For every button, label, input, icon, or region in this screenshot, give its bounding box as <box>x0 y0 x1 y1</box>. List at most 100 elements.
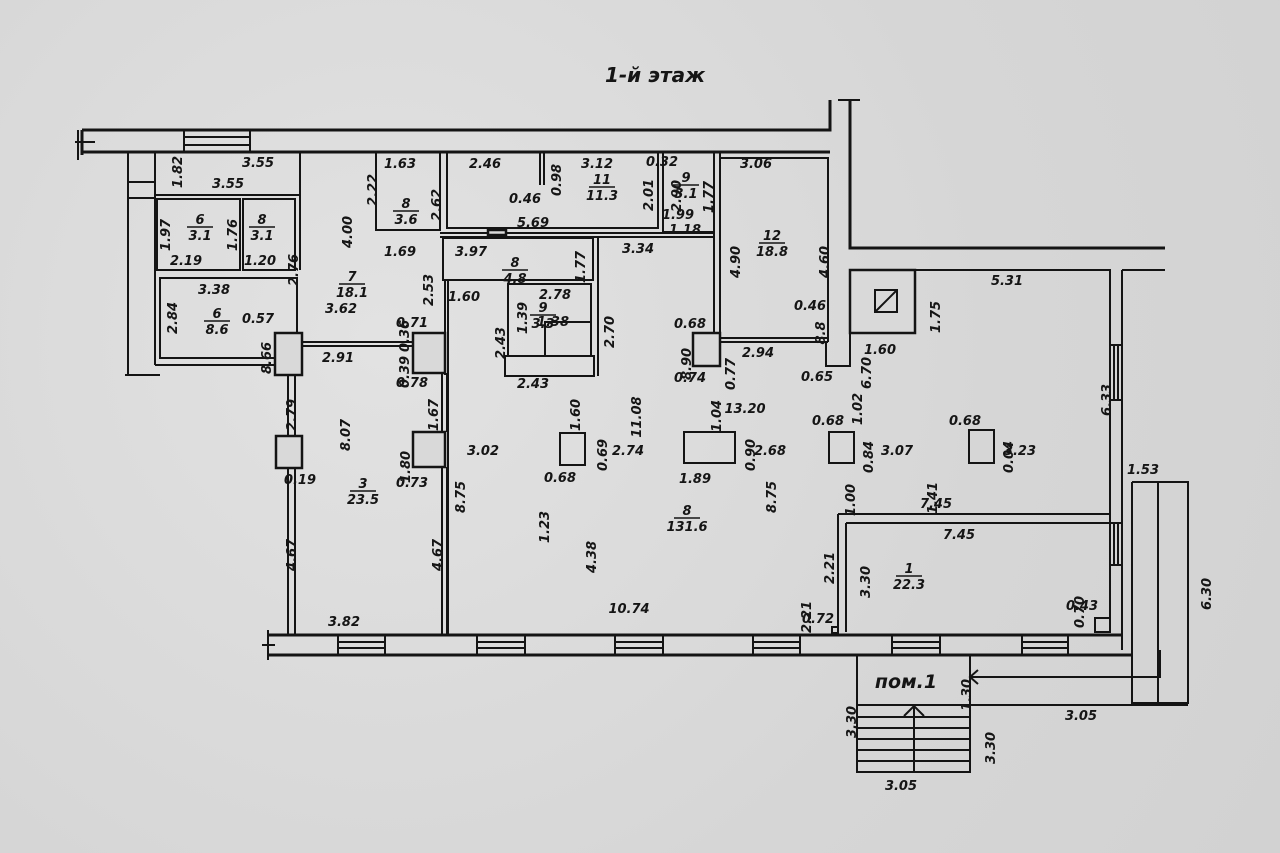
dimension-label: 5.31 <box>991 274 1023 289</box>
dimension-label: 1.67 <box>427 398 442 431</box>
room-9a: 93.1 <box>673 171 699 202</box>
dimension-label: 0.72 <box>802 612 834 627</box>
dimension-label: 0.43 <box>1066 599 1098 614</box>
dimension-label: 6.70 <box>860 357 875 389</box>
room-number: 3 <box>358 477 367 492</box>
dimension-label: 1.63 <box>384 157 416 172</box>
dimension-label: 6.30 <box>1200 578 1215 610</box>
dimension-label: 1.04 <box>710 400 725 432</box>
floor-title: 1-й этаж <box>605 63 706 87</box>
room-number: 7 <box>347 270 357 285</box>
dimension-label: 2.78 <box>539 288 571 303</box>
room-labels: 63.183.168.6718.183.61111.393.11218.884.… <box>187 171 925 593</box>
bottom-wall <box>262 630 1132 660</box>
dimension-label: 0.46 <box>794 299 826 314</box>
stairs-arrow-icon <box>903 704 925 772</box>
room-area: 3.1 <box>674 187 697 202</box>
dimension-label: 0.68 <box>544 471 576 486</box>
dimension-label: 2.90 <box>670 180 685 212</box>
room-8b: 83.6 <box>393 197 419 228</box>
dimension-label: 2.46 <box>469 157 501 172</box>
dimension-label: 8.75 <box>765 481 780 513</box>
exterior-walls <box>75 99 1165 376</box>
dimension-label: 2.53 <box>422 274 437 306</box>
room-number: 1 <box>904 562 913 577</box>
dimension-label: 1.77 <box>702 180 717 213</box>
dimension-label: 2.01 <box>642 179 657 211</box>
room-area: 18.8 <box>756 245 788 260</box>
dimension-label: 3.02 <box>467 444 499 459</box>
room-number: 11 <box>593 173 611 188</box>
dimension-label: 1.75 <box>929 301 944 333</box>
dimension-label: 0.68 <box>949 414 981 429</box>
dimension-label: 0.68 <box>812 414 844 429</box>
room-area: 3.3 <box>531 317 554 332</box>
dimension-label: 1.60 <box>569 399 584 431</box>
dimension-label: 3.30 <box>984 732 999 764</box>
room-8a: 83.1 <box>249 213 275 244</box>
dimension-label: 4.38 <box>585 541 600 574</box>
dimension-label: 0.70 <box>1073 596 1088 628</box>
room-area: 23.5 <box>347 493 379 508</box>
dimension-label: 3.97 <box>455 245 488 260</box>
room-number: 6 <box>212 307 221 322</box>
dimension-label: 1.89 <box>679 472 711 487</box>
dimension-label: 2.19 <box>170 254 202 269</box>
right-rooms <box>559 268 1189 704</box>
dimension-label: 0.98 <box>550 164 565 196</box>
room-9b: 93.3 <box>530 301 556 332</box>
dimension-label: 0.65 <box>801 370 833 385</box>
dimension-label: 2.21 <box>823 552 838 584</box>
dimension-label: 1.60 <box>864 343 896 358</box>
dimension-label: 3.38 <box>198 283 230 298</box>
dimension-label: 0.77 <box>724 357 739 390</box>
dimension-label: 0.74 <box>674 371 706 386</box>
dimension-label: 10.74 <box>608 602 649 617</box>
dimension-label: 8.75 <box>454 481 469 513</box>
room-area: 11.3 <box>586 189 618 204</box>
dimension-label: 1.41 <box>926 482 941 514</box>
room-area: 18.1 <box>336 286 368 301</box>
room-area: 3.1 <box>188 229 211 244</box>
window <box>614 635 664 655</box>
window <box>752 635 801 655</box>
dimension-label: 3.82 <box>328 615 360 630</box>
dimension-label: 0.73 <box>396 476 428 491</box>
dimension-label: 2.70 <box>603 316 618 348</box>
room-area: 131.6 <box>666 520 707 535</box>
dimension-label: 1.23 <box>538 511 553 543</box>
dimension-label: 1.97 <box>159 218 174 251</box>
room-number: 8 <box>401 197 410 212</box>
dimension-label: 1.69 <box>384 245 416 260</box>
dimension-label: 3.23 <box>1004 444 1036 459</box>
dimension-label: 0.19 <box>284 473 316 488</box>
dimension-label: 0.04 <box>1002 441 1017 473</box>
room-area: 8.6 <box>205 323 228 338</box>
dimension-label: 0.84 <box>862 441 877 473</box>
window <box>1110 522 1122 566</box>
dimension-label: 1.53 <box>1127 463 1159 478</box>
dimension-label: 1.20 <box>244 254 276 269</box>
dimension-label: 3.07 <box>881 444 914 459</box>
dimension-label: 0.71 <box>396 316 428 331</box>
dimension-label: 2.84 <box>166 302 181 334</box>
dimension-label: 3.30 <box>859 566 874 598</box>
dimension-label: 2.74 <box>612 444 644 459</box>
dimension-label: 0.36 <box>398 320 413 352</box>
dimension-label: 4.90 <box>729 246 744 279</box>
dimension-label: 1.30 <box>960 679 975 711</box>
dimension-label: 3.05 <box>1065 709 1097 724</box>
window <box>891 635 941 655</box>
entrance-arrow-icon <box>968 650 1188 706</box>
dimension-label: 3.34 <box>622 242 654 257</box>
entrance-label: пом.1 <box>875 671 937 693</box>
room-3: 323.5 <box>347 477 379 508</box>
dimension-label: 1.38 <box>537 315 569 330</box>
dimension-label: 8.90 <box>680 348 695 380</box>
room-number: 9 <box>681 171 690 186</box>
dimension-label: 4.67 <box>285 538 300 572</box>
dimension-label: 2.76 <box>287 254 302 286</box>
